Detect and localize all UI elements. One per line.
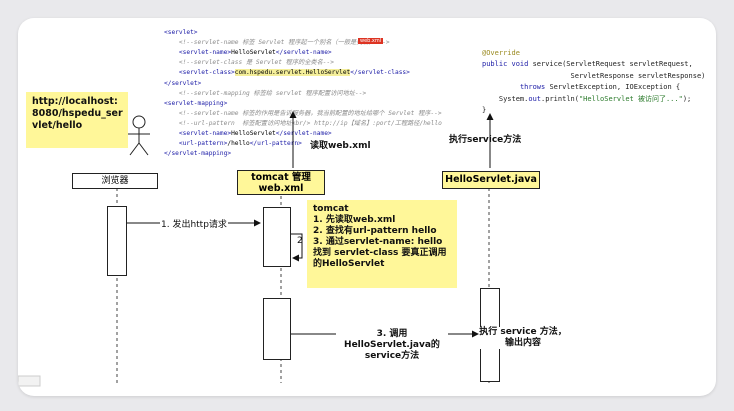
- tomcat-note-title: tomcat: [313, 204, 349, 214]
- xml-value: HelloServlet: [231, 130, 276, 138]
- tomcat-steps-note: tomcat 1. 先读取web.xml 2. 查找有url-pattern h…: [307, 200, 457, 288]
- step2-label: 2: [297, 236, 303, 246]
- step3-label: 3. 调用HelloServlet.java的service方法: [336, 329, 448, 362]
- xml-comment: <!--servlet-name 标签 Servlet 程序起一个别名（一般是类…: [178, 39, 390, 47]
- browser-activation: [107, 206, 127, 276]
- xml-line: </url-pattern>: [249, 140, 302, 148]
- xml-value: com.hspedu.servlet.HelloServlet: [234, 69, 351, 77]
- browser-box: 浏览器: [72, 173, 158, 189]
- hello-servlet-box: HelloServlet.java: [442, 171, 540, 189]
- xml-line: <url-pattern>: [178, 140, 228, 148]
- java-service-code: @Override public void service(ServletReq…: [482, 36, 705, 128]
- java-method: service: [532, 60, 563, 68]
- step1-label: 1. 发出http请求: [160, 217, 228, 230]
- exec-service-label: 执行service方法: [449, 135, 522, 145]
- xml-line: <servlet-mapping>: [164, 99, 228, 107]
- tomcat-activation-1: [263, 207, 291, 267]
- step2-loop: [291, 233, 303, 262]
- xml-value: HelloServlet: [231, 49, 276, 57]
- diagram-canvas: <servlet> <!--servlet-name 标签 Servlet 程序…: [18, 18, 716, 396]
- xml-line: <servlet-name>: [178, 49, 232, 57]
- tomcat-note-step: 2. 查找有url-pattern hello: [313, 226, 437, 236]
- java-brace: }: [482, 106, 487, 114]
- java-keyword: public void: [482, 60, 533, 68]
- xml-comment: <!--servlet-mapping 标签给 servlet 程序配置访问地址…: [178, 89, 367, 97]
- xml-line: <servlet-class>: [178, 69, 235, 77]
- web-xml-code: <servlet> <!--servlet-name 标签 Servlet 程序…: [164, 18, 442, 169]
- user-actor-icon: [128, 115, 150, 156]
- java-stmt: System.: [498, 94, 529, 103]
- xml-comment: <!--url-pattern 标签配置访问地址<br/> http://ip【…: [178, 119, 442, 127]
- java-exceptions: ServletException, IOException {: [549, 83, 681, 91]
- xml-line: <servlet-name>: [178, 130, 232, 138]
- xml-line: </servlet-class>: [350, 69, 410, 77]
- java-stmt: .println(: [541, 94, 579, 103]
- java-string: "HelloServlet 被访问了...": [578, 94, 683, 103]
- java-out: out: [528, 94, 542, 103]
- xml-line: </servlet-name>: [275, 130, 332, 138]
- xml-value: /hello: [227, 140, 250, 148]
- java-annotation: @Override: [482, 48, 520, 57]
- tomcat-note-step: 1. 先读取web.xml: [313, 215, 396, 225]
- xml-comment: <!--servlet-class 是 Servlet 程序的全类名-->: [178, 59, 334, 67]
- java-stmt: );: [682, 94, 692, 103]
- xml-comment: <!--servlet-name 标签的作用是告诉服务器，我当前配置的地址给哪个…: [178, 109, 442, 117]
- java-params: (ServletRequest servletRequest,: [562, 60, 693, 68]
- tomcat-activation-2: [263, 298, 291, 360]
- xml-line: </servlet-name>: [275, 49, 332, 57]
- java-keyword: throws: [519, 83, 550, 91]
- exec-output-label: 执行 service 方法，输出内容: [479, 327, 567, 349]
- java-params: ServletResponse servletResponse): [570, 71, 706, 80]
- read-xml-label: 读取web.xml: [310, 141, 371, 151]
- xml-line: <servlet>: [164, 29, 198, 37]
- url-note: http://localhost:8080/hspedu_servlet/hel…: [26, 92, 128, 148]
- xml-line: </servlet-mapping>: [164, 150, 232, 158]
- tomcat-note-step: 3. 通过servlet-name: hello 找到 servlet-clas…: [313, 237, 447, 269]
- tomcat-box: tomcat 管理web.xml: [237, 170, 325, 195]
- web-xml-badge: web.xml: [358, 38, 384, 44]
- xml-line: </servlet>: [164, 79, 202, 87]
